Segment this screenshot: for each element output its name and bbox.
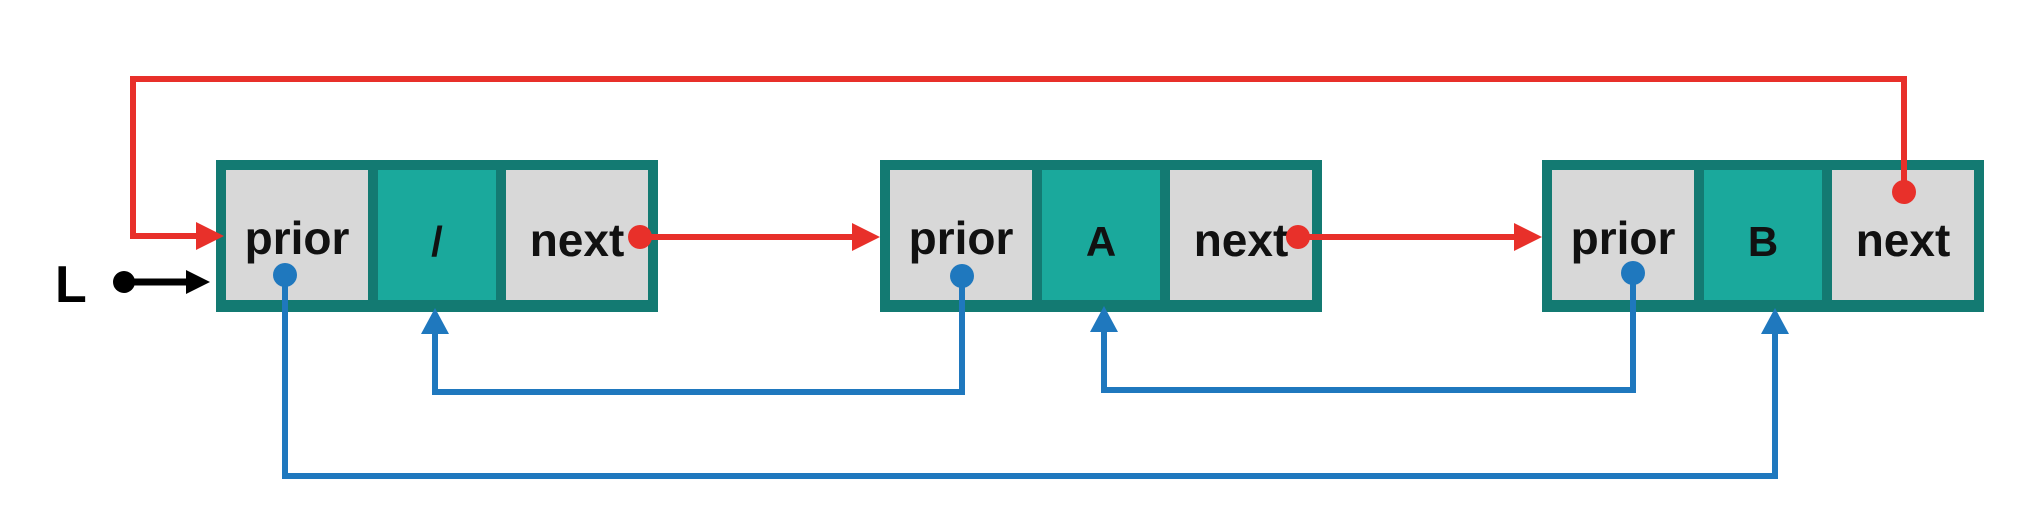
node-1-data-cell bbox=[378, 170, 496, 300]
prior-link-3-to-2-arrowhead bbox=[1090, 306, 1118, 332]
node-1-next-cell bbox=[506, 170, 648, 300]
prior-link-1-to-3 bbox=[282, 275, 1778, 479]
node-2: prior A next bbox=[880, 160, 1322, 312]
node-2-prior-label: prior bbox=[909, 212, 1014, 264]
prior-link-1-to-3-arrowhead bbox=[1761, 308, 1789, 334]
node-2-next-label: next bbox=[1194, 214, 1289, 266]
next-link-2-to-3-arrowhead bbox=[1514, 223, 1542, 251]
node-1: prior / next bbox=[216, 160, 658, 312]
node-2-next-dot bbox=[1286, 225, 1310, 249]
head-pointer-arrowhead bbox=[186, 270, 210, 294]
node-1-next-label: next bbox=[530, 214, 625, 266]
node-1-next-dot bbox=[628, 225, 652, 249]
node-3-prior-dot bbox=[1621, 261, 1645, 285]
node-3-data-label: B bbox=[1748, 218, 1778, 265]
head-pointer: L bbox=[55, 256, 210, 314]
next-links bbox=[130, 76, 1916, 251]
node-1-data-label: / bbox=[431, 218, 443, 265]
list-head-label: L bbox=[55, 256, 87, 314]
next-link-3-to-1-arrowhead bbox=[196, 222, 224, 250]
prior-link-2-to-1 bbox=[432, 276, 965, 395]
node-1-prior-label: prior bbox=[245, 212, 350, 264]
node-3-next-dot bbox=[1892, 180, 1916, 204]
node-2-data-label: A bbox=[1086, 218, 1116, 265]
prior-links bbox=[273, 261, 1789, 479]
node-1-prior-dot bbox=[273, 263, 297, 287]
prior-link-2-to-1-arrowhead bbox=[421, 308, 449, 334]
node-2-prior-dot bbox=[950, 264, 974, 288]
node-3-prior-label: prior bbox=[1571, 212, 1676, 264]
next-link-3-to-1 bbox=[130, 76, 1907, 239]
node-1-prior-cell bbox=[226, 170, 368, 300]
node-3: prior B next bbox=[1542, 160, 1984, 312]
node-3-data-cell bbox=[1704, 170, 1822, 300]
node-2-data-cell bbox=[1042, 170, 1160, 300]
next-link-1-to-2-arrowhead bbox=[852, 223, 880, 251]
node-3-next-label: next bbox=[1856, 214, 1951, 266]
prior-link-3-to-2 bbox=[1101, 273, 1636, 393]
